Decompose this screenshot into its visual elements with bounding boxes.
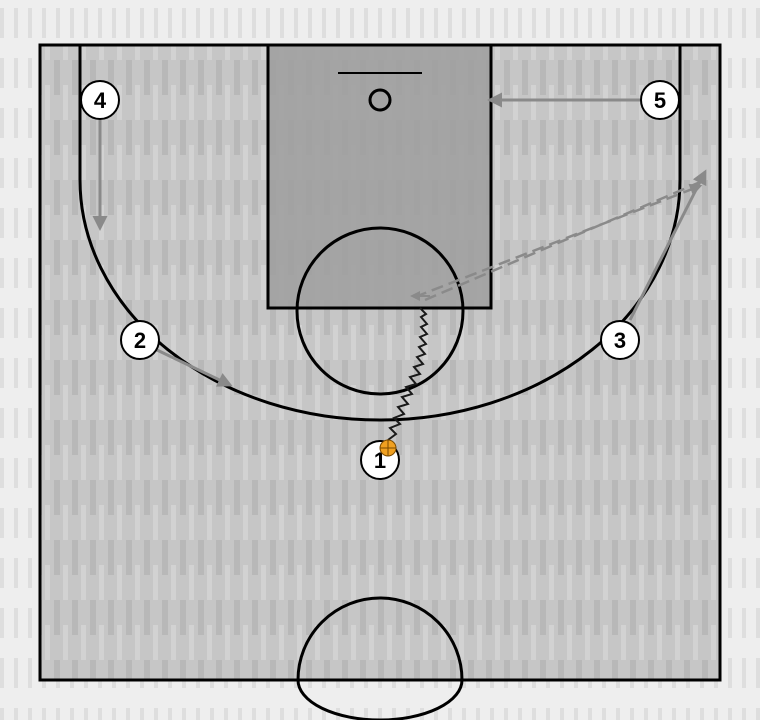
- players: 1 2 3 4 5: [80, 80, 680, 480]
- player-2: 2: [120, 320, 160, 360]
- lane-lines: [266, 43, 493, 310]
- player-label: 5: [654, 88, 666, 113]
- player-marker: [600, 320, 640, 360]
- paint-area: [268, 45, 491, 308]
- player-marker: [80, 80, 120, 120]
- pass-line-1-to-3-inner: [414, 183, 703, 299]
- player-marker: [120, 320, 160, 360]
- player-label: 3: [614, 328, 626, 353]
- hoop: [368, 88, 392, 112]
- free-throw-circle: [295, 226, 465, 396]
- player-1: 1: [360, 439, 400, 480]
- player-5: 5: [640, 80, 680, 120]
- three-point-line: [78, 45, 682, 422]
- player-4: 4: [80, 80, 120, 120]
- dribble-path-1: [387, 307, 429, 441]
- player-marker: [640, 80, 680, 120]
- cut-arrow-3: [628, 169, 707, 321]
- action-arrows: [92, 92, 707, 387]
- basketball-seams: [380, 440, 396, 456]
- player-label: 4: [94, 88, 107, 113]
- center-circle: [296, 596, 464, 681]
- player-label: 2: [134, 328, 146, 353]
- player-3: 3: [600, 320, 640, 360]
- cut-arrow-2: [156, 348, 233, 387]
- pass-line-1-to-3: [424, 178, 706, 302]
